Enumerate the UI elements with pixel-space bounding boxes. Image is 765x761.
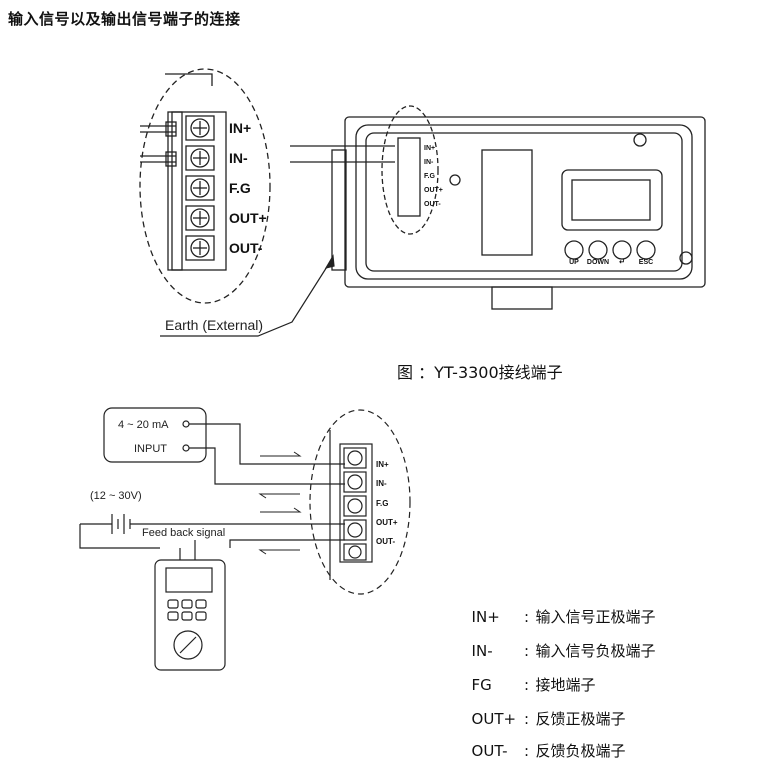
- figure-caption: 图 ：YT-3300接线端子: [397, 363, 563, 382]
- device-label-fg: F.G: [424, 173, 435, 180]
- legend-sep: :: [524, 642, 530, 660]
- legend-sep: :: [524, 676, 530, 694]
- legend-sep: :: [524, 710, 530, 728]
- legend-row: OUT+: 反馈正极端子: [462, 690, 626, 729]
- device-label-out-plus: OUT+: [424, 187, 443, 194]
- up-button-label: UP: [569, 259, 579, 266]
- legend-desc: 反馈正极端子: [535, 710, 626, 728]
- zoom-label-in-minus: IN-: [229, 150, 248, 166]
- zoom-label-fg: F.G: [229, 180, 251, 196]
- up-button: [564, 240, 584, 260]
- legend-code: OUT-: [471, 742, 508, 760]
- legend-sep: :: [524, 608, 530, 626]
- bottom-label-in-minus: IN-: [376, 479, 387, 488]
- handheld-calibrator: [154, 559, 226, 671]
- zoom-outline: [139, 68, 271, 304]
- legend-desc: 输入信号负极端子: [535, 642, 656, 660]
- esc-button-label: ESC: [639, 259, 653, 266]
- enter-button-label: ↵: [619, 259, 625, 266]
- legend-sep: :: [524, 742, 530, 760]
- bottom-label-fg: F.G: [376, 499, 388, 508]
- down-button: [588, 240, 608, 260]
- flow-arrows: [258, 451, 302, 555]
- lcd-frame: [561, 169, 663, 231]
- zoom-label-out-plus: OUT+: [229, 210, 267, 226]
- zoom-wires: [140, 121, 177, 167]
- lcd-screen: [571, 179, 651, 221]
- connection-lines: [160, 145, 395, 337]
- mount-bracket: [491, 286, 553, 310]
- legend-desc: 输入信号正极端子: [535, 608, 656, 626]
- source-input-label: INPUT: [134, 443, 167, 455]
- device-terminal-zoom-marker: [381, 105, 439, 235]
- bottom-label-in-plus: IN+: [376, 460, 389, 469]
- label-plate: [481, 149, 533, 256]
- zoom-screw-terminals: [185, 115, 215, 261]
- bottom-label-out-plus: OUT+: [376, 518, 398, 527]
- zoom-label-out-minus: OUT-: [229, 240, 263, 256]
- positioner-housing: [331, 105, 706, 310]
- esc-button: [636, 240, 656, 260]
- bottom-terminal-block: [309, 409, 411, 595]
- legend-row: IN-: 输入信号负极端子: [462, 622, 656, 661]
- legend-desc: 反馈负极端子: [535, 742, 626, 760]
- legend-code: FG: [471, 676, 492, 694]
- device-buttons: [564, 240, 656, 260]
- feedback-label: Feed back signal: [142, 527, 225, 539]
- page-title: 输入信号以及输出信号端子的连接: [8, 10, 241, 28]
- source-current-label: 4 ~ 20 mA: [118, 419, 169, 431]
- bottom-label-out-minus: OUT-: [376, 537, 395, 546]
- zoom-terminal-detail: [139, 68, 271, 304]
- legend-row: OUT-: 反馈负极端子: [462, 722, 626, 761]
- bottom-wiring: [79, 423, 345, 560]
- signal-source-box: [103, 407, 207, 463]
- zoom-label-in-plus: IN+: [229, 120, 251, 136]
- supply-voltage-label: (12 ~ 30V): [90, 490, 142, 502]
- device-label-in-plus: IN+: [424, 145, 435, 152]
- legend-desc: 接地端子: [535, 676, 596, 694]
- legend-code: IN+: [471, 608, 500, 626]
- legend-code: IN-: [471, 642, 493, 660]
- earth-label: Earth (External): [165, 317, 263, 333]
- zoom-labels: IN+ IN- F.G OUT+ OUT-: [229, 120, 267, 256]
- legend-row: IN+: 输入信号正极端子: [462, 588, 656, 627]
- legend-code: OUT+: [471, 710, 517, 728]
- enter-button: [612, 240, 632, 260]
- legend-row: FG: 接地端子: [462, 656, 596, 695]
- device-label-in-minus: IN-: [424, 159, 434, 166]
- device-label-out-minus: OUT-: [424, 201, 441, 208]
- down-button-label: DOWN: [587, 259, 609, 266]
